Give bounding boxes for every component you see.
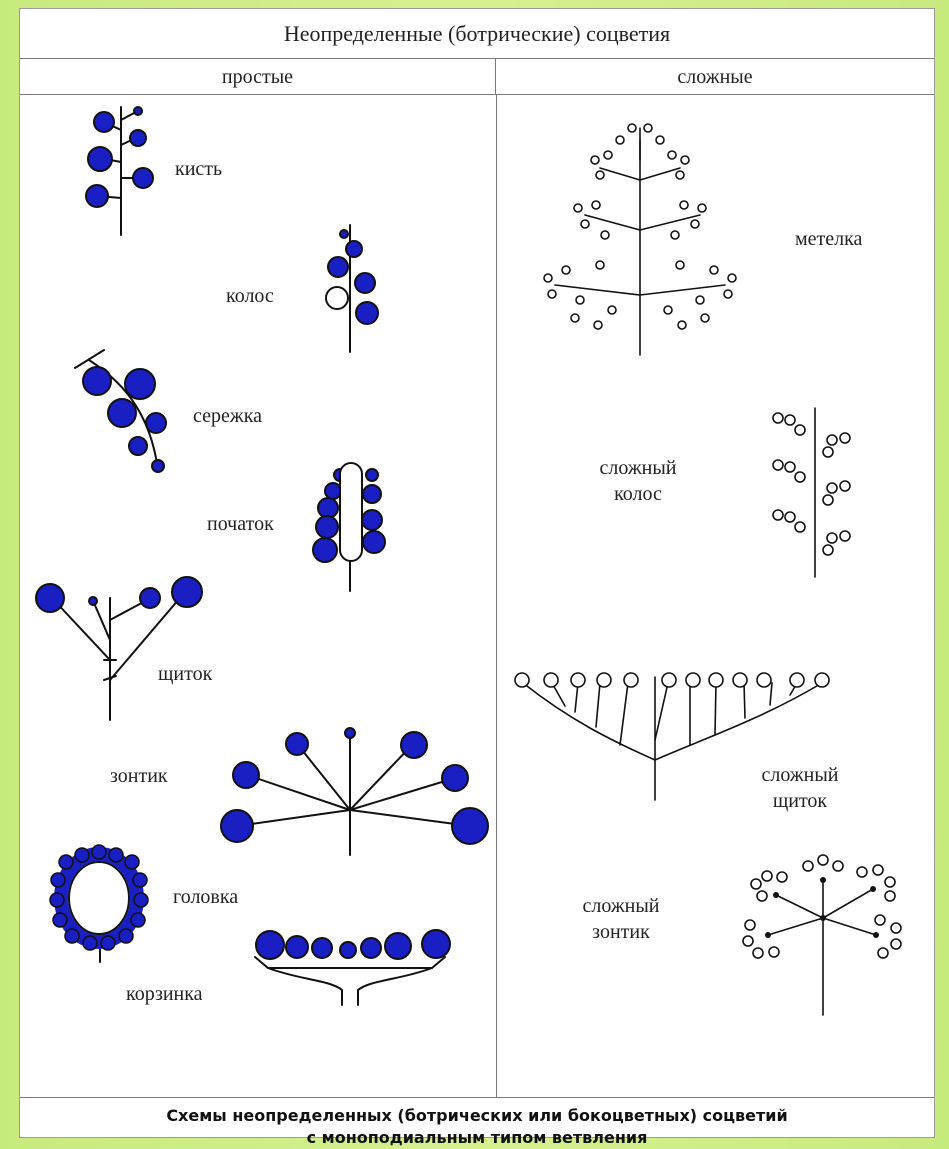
spadix-diagram [313,463,385,591]
label-compound-umbel-line1: сложный [566,893,676,919]
label-compound-corymb-line2: щиток [745,788,855,814]
label-compound-umbel-line2: зонтик [566,919,676,945]
compound-spike-diagram [773,408,850,577]
compound-umbel-diagram [743,855,901,1015]
catkin-diagram [75,350,166,472]
label-panicle: метелка [795,228,862,251]
umbel-diagram [221,728,488,855]
label-corymb: щиток [158,663,212,686]
label-compound-corymb: сложный щиток [745,762,855,814]
label-compound-spike: сложный колос [583,455,693,507]
label-head: головка [173,886,238,909]
label-compound-umbel: сложный зонтик [566,893,676,945]
basket-diagram [255,930,450,1005]
label-catkin: сережка [193,405,262,428]
label-raceme: кисть [175,158,222,181]
label-compound-corymb-line1: сложный [745,762,855,788]
label-compound-spike-line1: сложный [583,455,693,481]
spike-diagram [326,225,378,352]
head-diagram [50,845,148,962]
label-spike: колос [226,285,274,308]
label-umbel: зонтик [110,765,168,788]
label-basket: корзинка [126,983,203,1006]
corymb-diagram [36,577,202,720]
raceme-diagram [86,107,153,235]
label-compound-spike-line2: колос [583,481,693,507]
label-spadix: початок [207,513,274,536]
panicle-diagram [544,124,736,355]
